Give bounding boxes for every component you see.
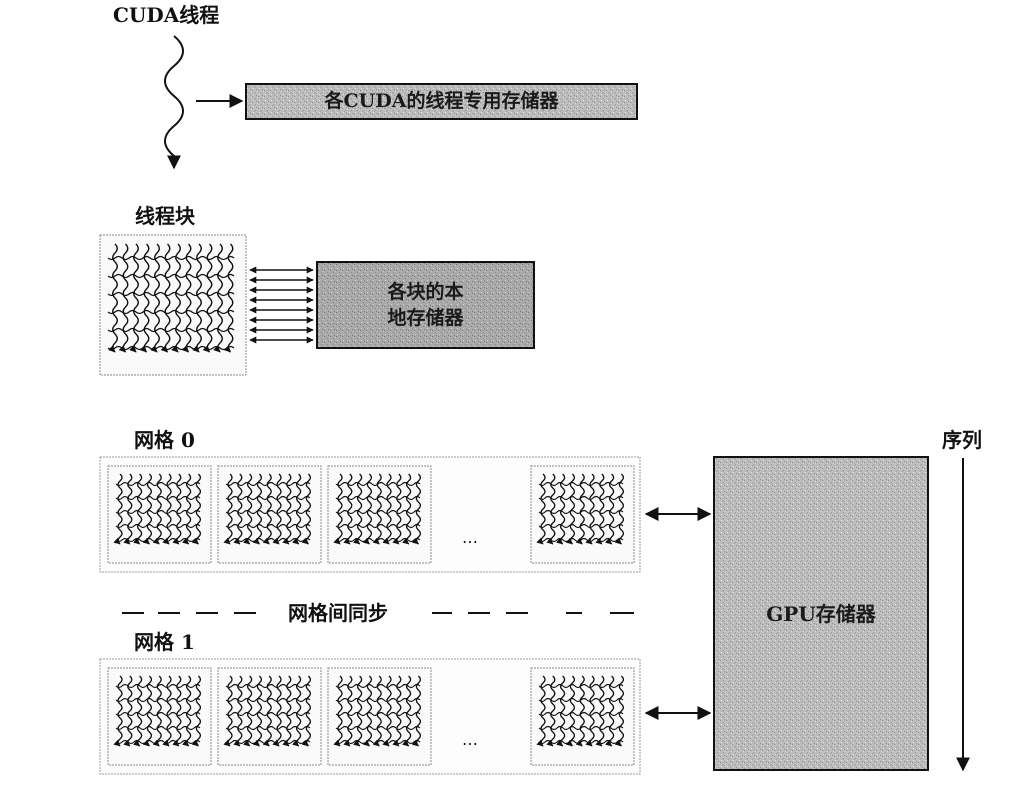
wavy-thread-icon	[164, 35, 184, 170]
thread-wave-icon	[202, 243, 213, 353]
thread-block	[107, 465, 212, 564]
thread-wave-icon	[150, 243, 160, 353]
gpu-memory-box	[713, 456, 929, 771]
block-memory-double-arrows	[249, 266, 314, 344]
thread-block	[530, 465, 635, 564]
thread-wave-icon	[139, 243, 150, 353]
thread-block-threads	[107, 243, 235, 353]
grid-0-ellipsis: …	[462, 528, 483, 547]
per-thread-memory-box	[245, 83, 638, 120]
thread-wave-icon	[192, 243, 202, 353]
thread-wave-icon	[171, 243, 181, 353]
thread-block	[107, 667, 212, 766]
thread-block	[327, 465, 432, 564]
per-block-memory-label-line1: 各块的本	[387, 281, 464, 303]
inter-grid-sync-label: 网格间同步	[288, 601, 388, 625]
per-block-memory-label-line2: 地存储器	[387, 306, 464, 329]
per-block-memory-label: 各块的本 地存储器	[317, 280, 534, 331]
sequence-label: 序列	[942, 428, 982, 452]
thread-block	[327, 667, 432, 766]
thread-block	[217, 667, 322, 766]
thread-wave-icon	[129, 243, 139, 353]
per-block-memory-box	[316, 261, 535, 349]
thread-wave-icon	[160, 243, 171, 353]
thread-wave-icon	[107, 273, 235, 279]
thread-block-label: 线程块	[135, 204, 195, 228]
thread-wave-icon	[213, 243, 223, 353]
thread-wave-icon	[107, 345, 235, 351]
grid-1-ellipsis: …	[462, 730, 483, 749]
thread-wave-icon	[107, 291, 235, 297]
per-thread-memory-label: 各CUDA的线程专用存储器	[324, 90, 559, 112]
grid-1-label: 网格 1	[134, 630, 195, 654]
thread-wave-icon	[107, 327, 235, 333]
cuda-thread-label: CUDA线程	[113, 3, 220, 27]
grid-thread-blocks	[107, 465, 635, 766]
thread-wave-icon	[107, 309, 235, 315]
gpu-memory-label: GPU存储器	[766, 602, 876, 626]
thread-wave-icon	[108, 243, 118, 353]
thread-wave-icon	[118, 243, 129, 353]
thread-block	[217, 465, 322, 564]
thread-wave-icon	[223, 243, 234, 353]
thread-wave-icon	[107, 255, 235, 261]
thread-wave-icon	[181, 243, 192, 353]
grid-0-label: 网格 0	[134, 428, 195, 452]
thread-block-frame	[99, 234, 247, 376]
thread-block	[530, 667, 635, 766]
